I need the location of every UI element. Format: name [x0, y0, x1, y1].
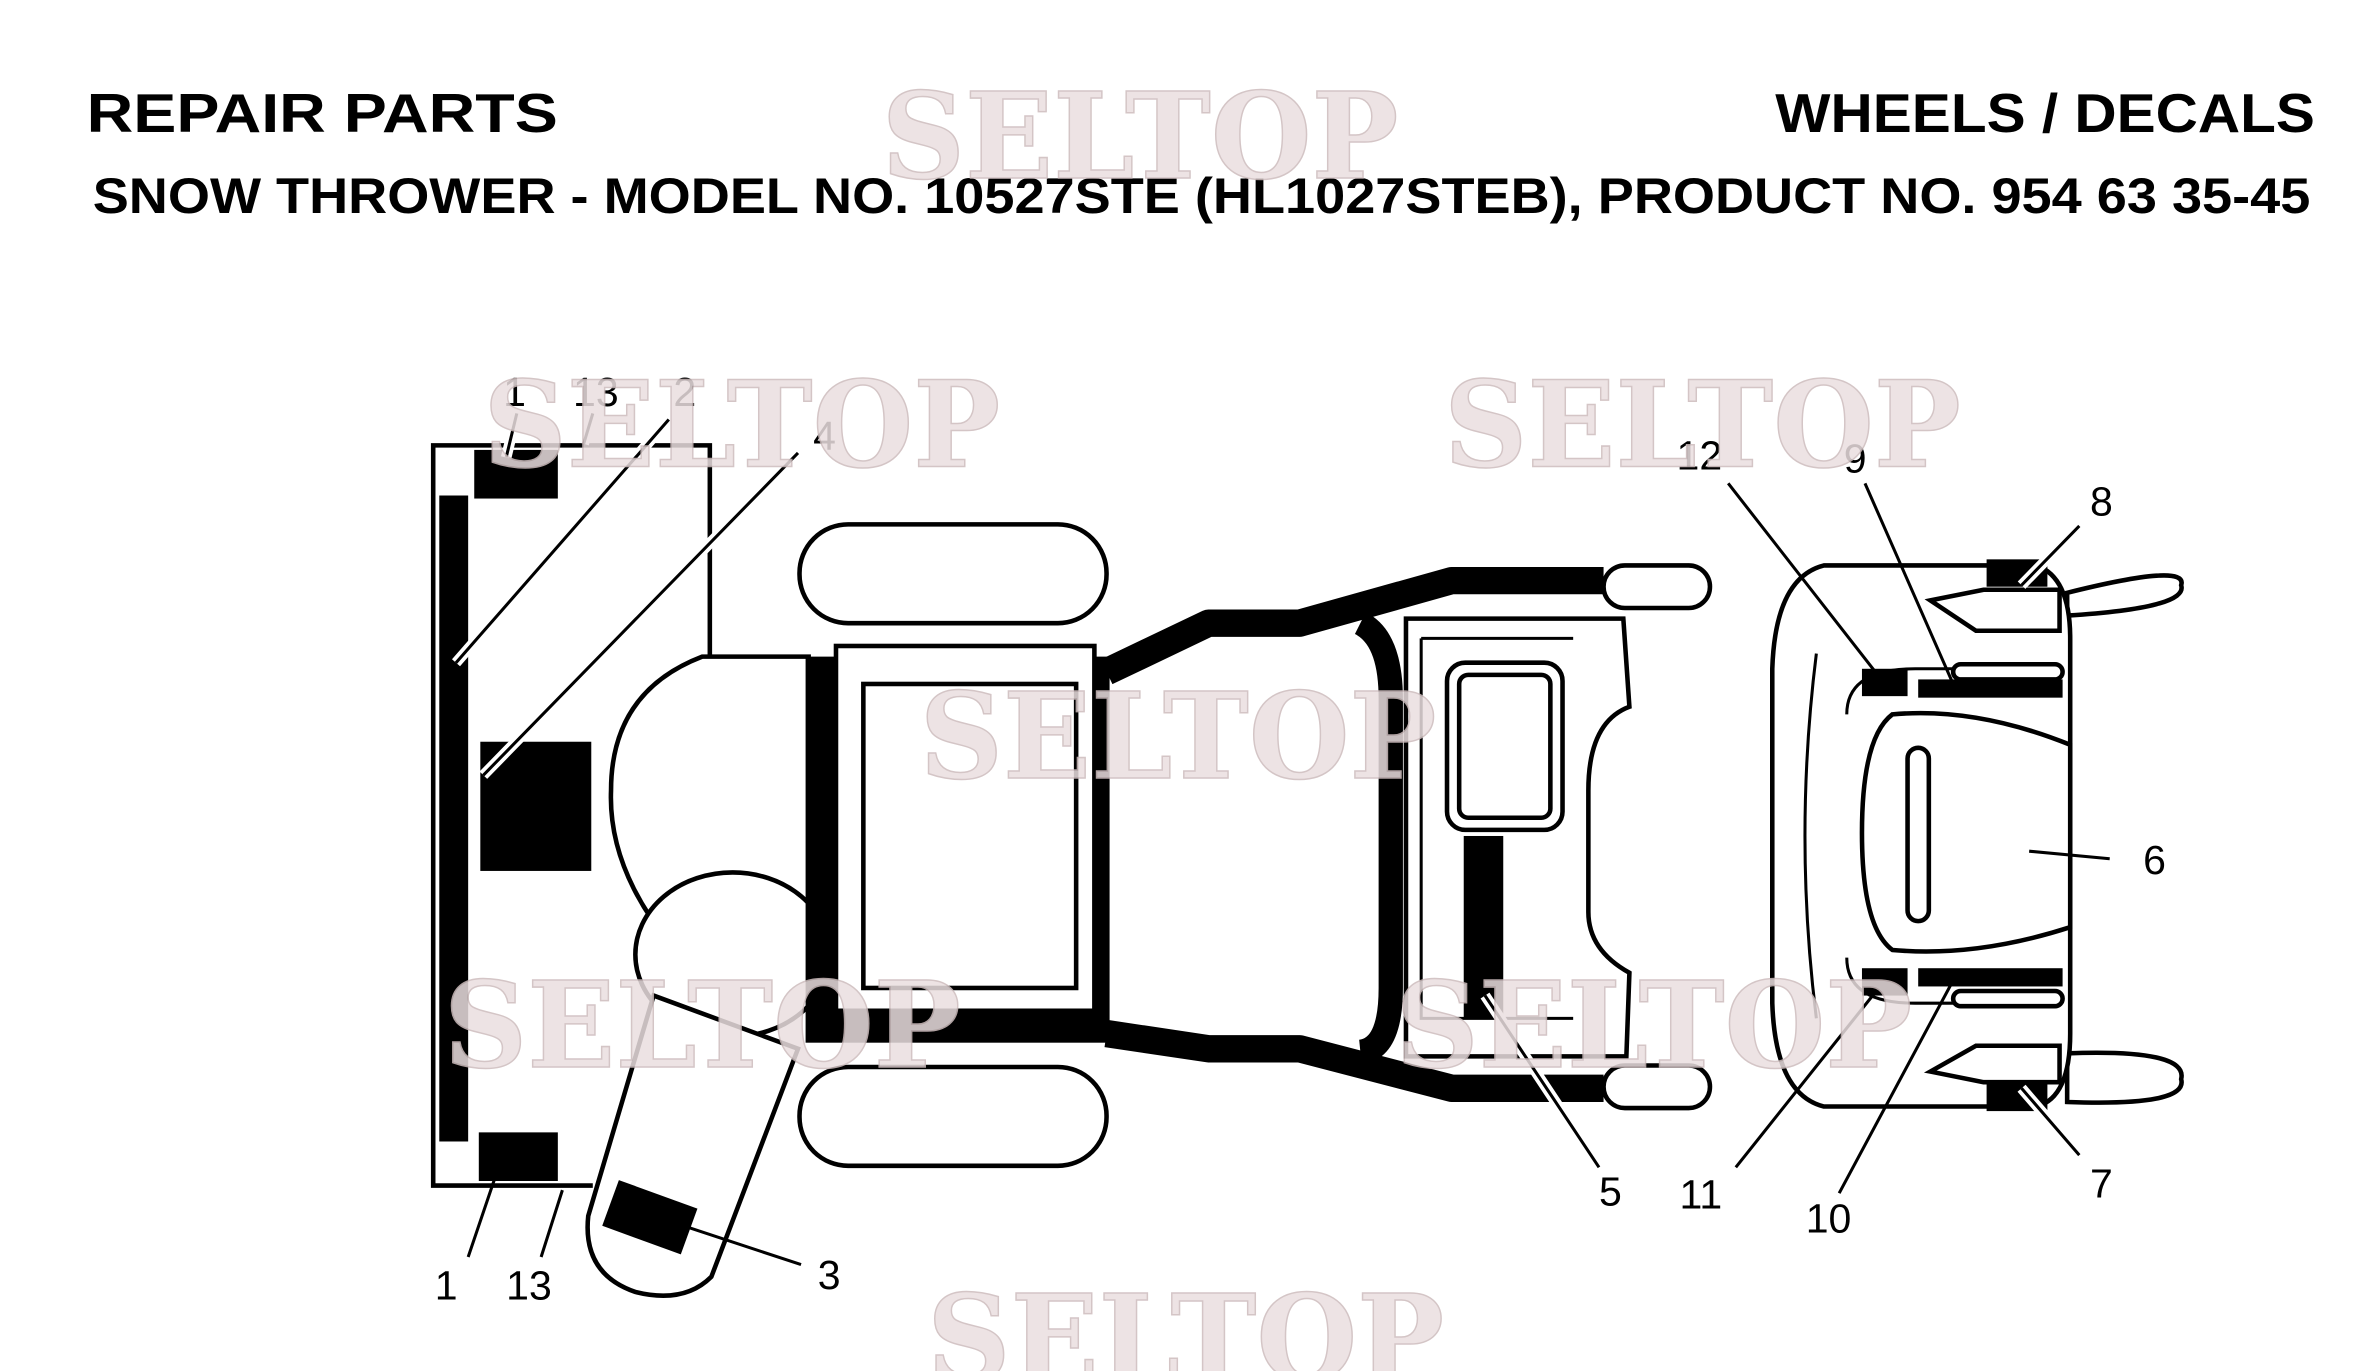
model-subtitle: SNOW THROWER - MODEL NO. 10527STE (HL102…: [93, 168, 2311, 224]
watermark: SELTOP: [882, 67, 1399, 206]
decal-3: [602, 1180, 698, 1255]
decal-10: [1918, 968, 2063, 987]
callout-7: 7: [2090, 1161, 2113, 1207]
callout-12: 12: [1677, 433, 1723, 479]
snow-thrower-top-view: [430, 443, 1713, 1298]
decal-1-bottom: [478, 1132, 558, 1182]
decal-5: [1463, 835, 1504, 1019]
callout-1-top: 1: [503, 369, 526, 415]
repair-parts-title: REPAIR PARTS: [87, 82, 558, 144]
decal-9: [1918, 679, 2063, 698]
callout-10: 10: [1806, 1196, 1852, 1242]
callout-numbers: 1 13 2 4 1 13 3 5 12 9 8 6 7 11 10: [435, 369, 2166, 1309]
wheel-bottom: [797, 1064, 1109, 1169]
callout-4: 4: [813, 413, 836, 459]
decal-1-top: [474, 449, 558, 499]
callout-8: 8: [2090, 478, 2113, 524]
section-title: WHEELS / DECALS: [1775, 82, 2315, 144]
watermark: SELTOP: [1395, 956, 1912, 1095]
callout-3: 3: [818, 1252, 841, 1298]
watermark: SELTOP: [920, 667, 1437, 806]
handle-grip-top: [1601, 563, 1713, 611]
watermark: SELTOP: [927, 1269, 1444, 1371]
callout-6: 6: [2143, 837, 2166, 883]
watermark: SELTOP: [444, 956, 961, 1095]
watermark: SELTOP: [1444, 356, 1961, 495]
callout-5: 5: [1599, 1168, 1622, 1214]
callout-13-top: 13: [573, 369, 619, 415]
leader-lines: [451, 411, 2110, 1267]
callout-9: 9: [1844, 436, 1867, 482]
callout-1-bottom: 1: [435, 1263, 458, 1309]
callout-13-bottom: 13: [506, 1263, 552, 1309]
watermark: SELTOP: [483, 356, 1000, 495]
decal-bar-2: [439, 495, 469, 1142]
watermarks: SELTOP SELTOP SELTOP SELTOP SELTOP SELTO…: [443, 66, 1961, 1371]
wheel-top: [797, 522, 1109, 626]
callout-2: 2: [673, 369, 696, 415]
handle-grip-bottom: [1601, 1063, 1713, 1111]
callout-11: 11: [1680, 1171, 1723, 1217]
